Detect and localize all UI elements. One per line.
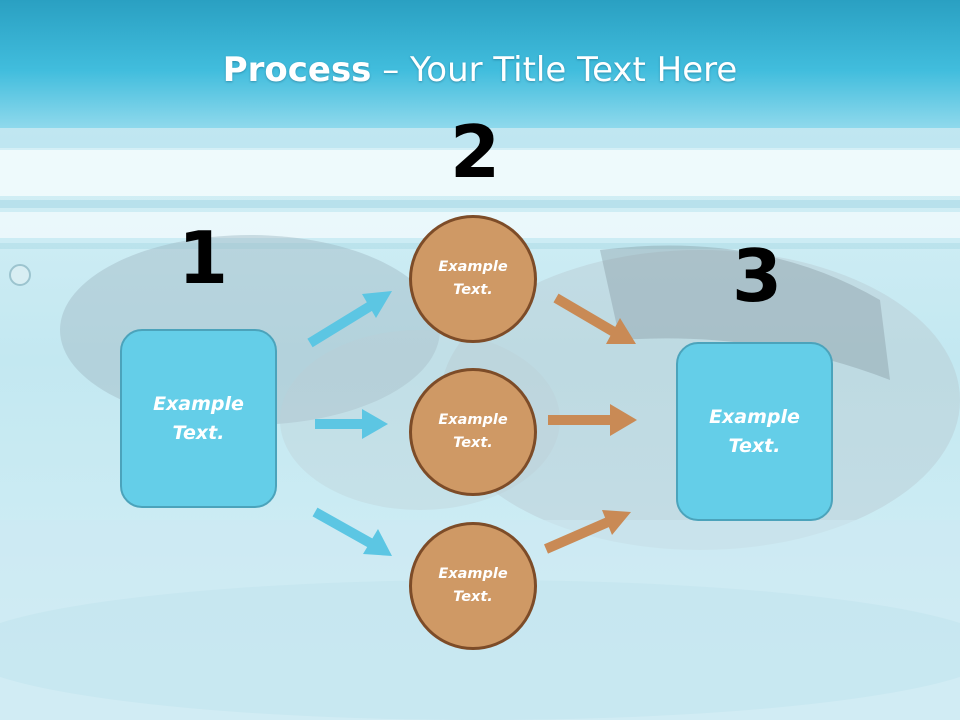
circle-3-line1: Example [438,566,508,582]
title-rest: – Your Title Text Here [371,50,738,90]
title-bold: Process [222,50,372,90]
arrow-to-circle-3-head [363,529,392,556]
arrow-from-circle-2-head [610,404,637,436]
circle-2-line2: Text. [453,435,493,451]
arrow-to-circle-1 [307,300,375,348]
slide-title: Process – Your Title Text Here [0,50,960,90]
left-box-line2: Text. [172,421,225,444]
arrow-from-circle-3-head [602,510,631,535]
circle-2-line1: Example [438,412,508,428]
step-number-3: 3 [732,234,783,318]
arrow-to-circle-2-head [362,409,388,439]
left-step-box: Example Text. [120,329,277,508]
left-box-line1: Example [153,392,244,415]
step-number-1: 1 [178,216,229,300]
circle-1-line1: Example [438,259,508,275]
middle-circle-2: Example Text. [409,368,537,496]
right-step-box: Example Text. [676,342,833,521]
right-box-line1: Example [709,405,800,428]
arrow-to-circle-1-head [362,291,392,318]
arrow-from-circle-1-head [606,318,636,344]
arrow-from-circle-1 [553,293,617,337]
middle-circle-3: Example Text. [409,522,537,650]
middle-circle-1: Example Text. [409,215,537,343]
arrow-from-circle-3 [544,517,610,554]
step-number-2: 2 [450,110,501,194]
circle-1-line2: Text. [453,282,493,298]
arrow-to-circle-3 [312,507,375,549]
right-box-line2: Text. [728,434,781,457]
circle-3-line2: Text. [453,589,493,605]
